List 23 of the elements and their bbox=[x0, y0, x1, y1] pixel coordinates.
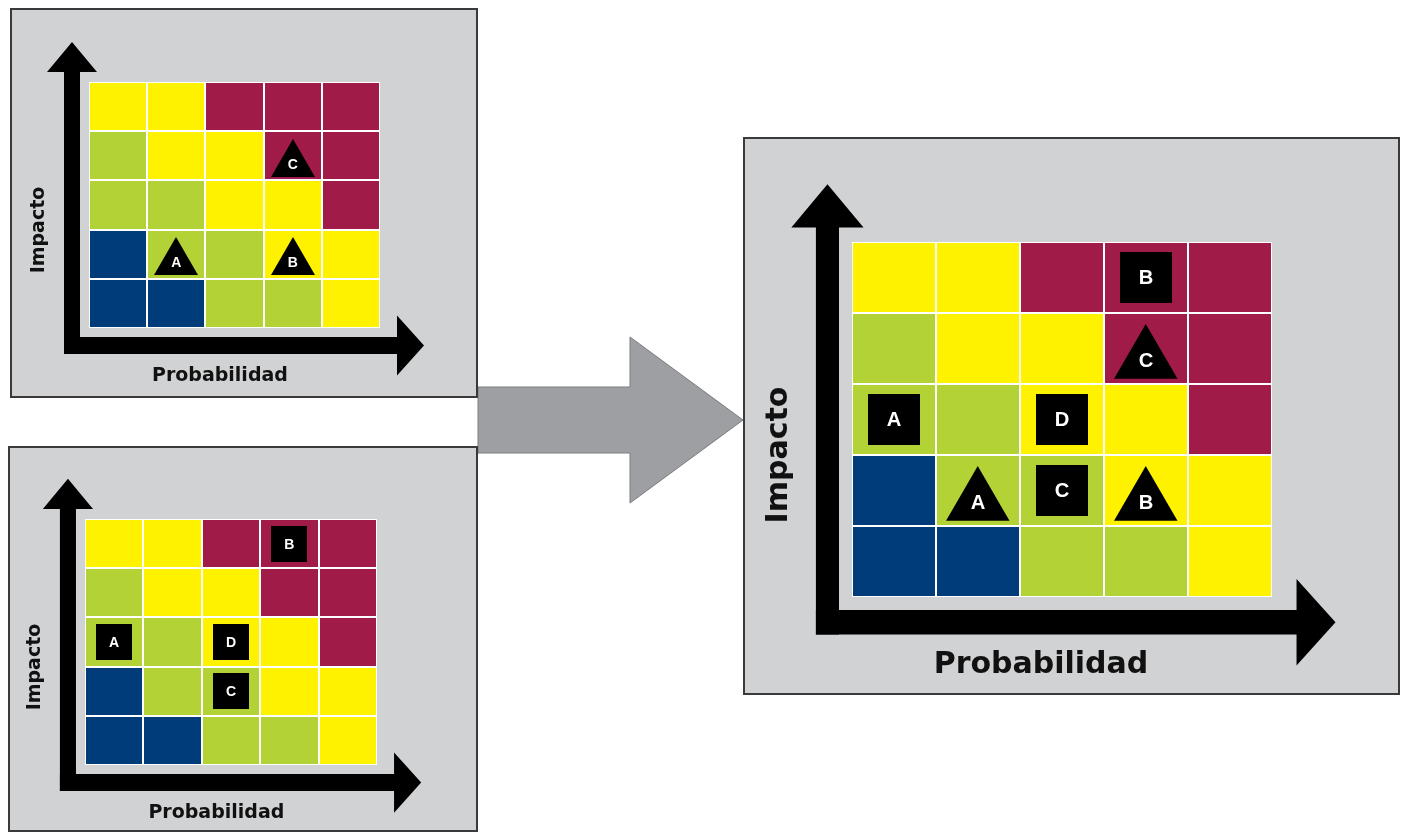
risk-square: C bbox=[1036, 464, 1088, 517]
risk-square: D bbox=[1036, 393, 1088, 446]
risk-triangle: B bbox=[1114, 465, 1178, 521]
block-arrow bbox=[477, 336, 744, 504]
axis-label: Impacto bbox=[27, 186, 47, 273]
matrix-panel bbox=[743, 137, 1400, 695]
risk-square: A bbox=[868, 393, 920, 446]
axis-label: Probabilidad bbox=[933, 648, 1149, 679]
axis-label: Impacto bbox=[23, 623, 43, 710]
risk-triangle: C bbox=[1114, 323, 1178, 379]
risk-square: B bbox=[1120, 251, 1172, 304]
risk-triangle: C bbox=[270, 138, 315, 177]
matrix-panel bbox=[10, 8, 478, 398]
axis-label: Probabilidad bbox=[151, 364, 288, 384]
risk-triangle: A bbox=[154, 237, 199, 276]
axis-label: Impacto bbox=[761, 386, 792, 524]
risk-square: A bbox=[96, 623, 133, 661]
risk-square: C bbox=[212, 673, 250, 710]
risk-square: B bbox=[271, 525, 308, 562]
risk-triangle: B bbox=[270, 237, 315, 276]
risk-triangle: A bbox=[946, 465, 1010, 521]
matrix-panel bbox=[8, 446, 478, 832]
axis-label: Probabilidad bbox=[148, 801, 285, 821]
